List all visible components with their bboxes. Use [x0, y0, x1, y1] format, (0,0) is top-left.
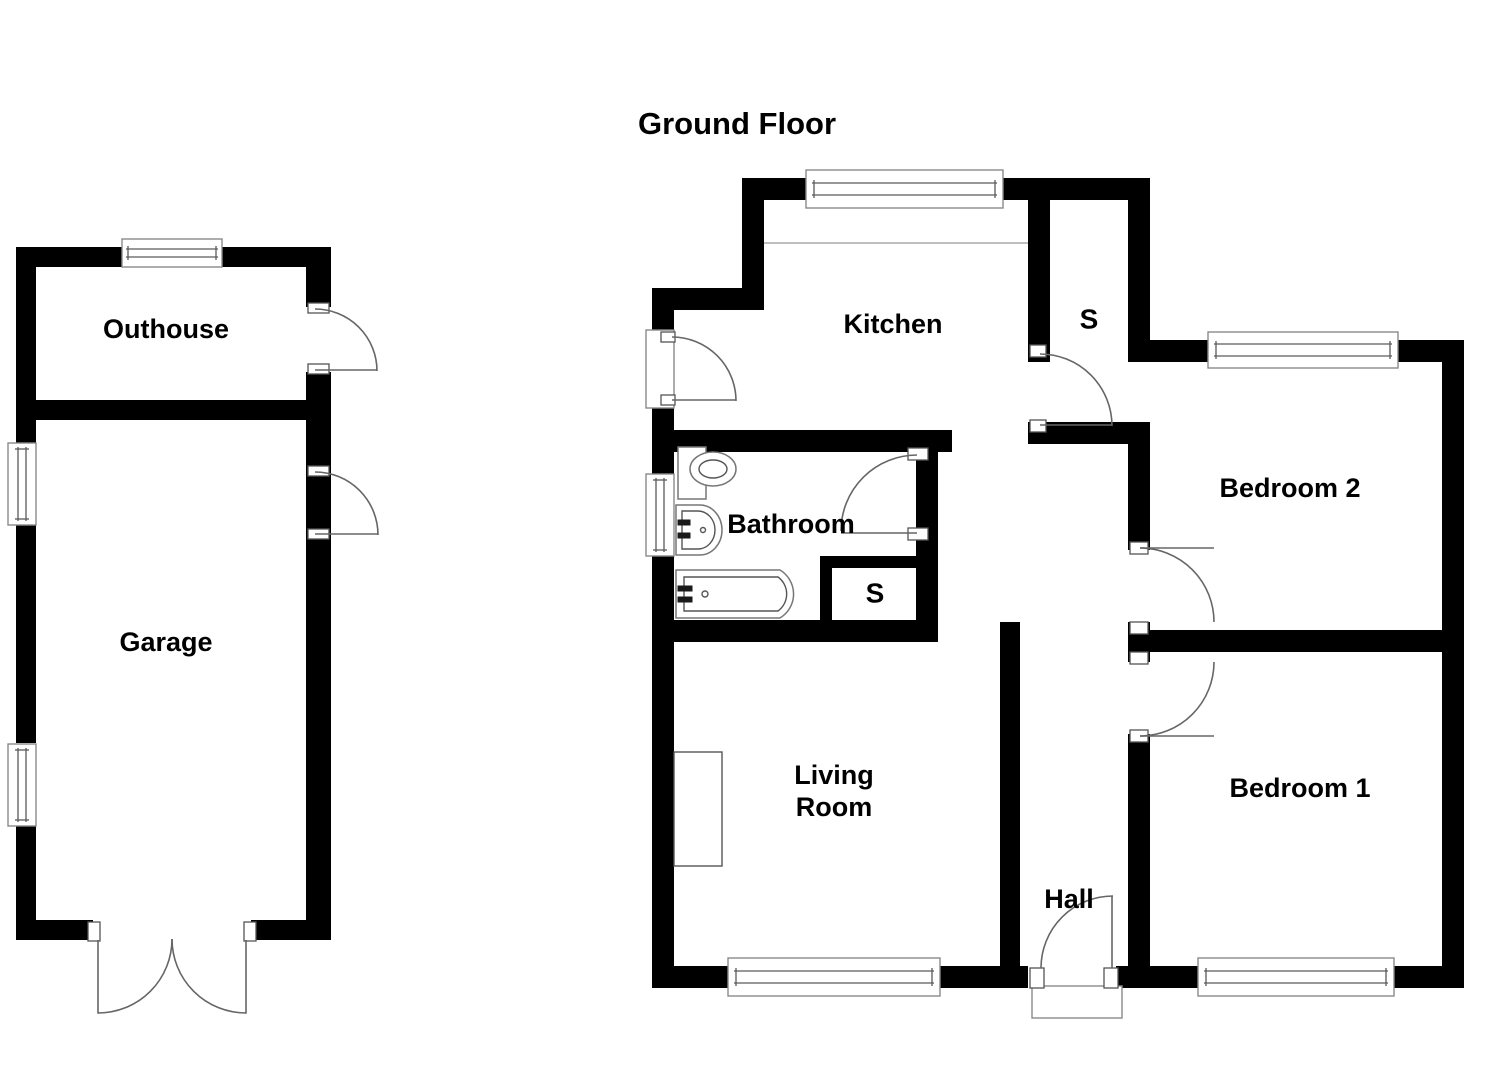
hall-front-door[interactable] — [1029, 895, 1123, 1019]
outhouse-wall-east-upper — [306, 247, 331, 307]
room-label-living-room-line1: Living — [794, 760, 874, 790]
wall-hall-east-upper — [1128, 432, 1150, 550]
room-label-store-north: S — [1080, 303, 1099, 334]
bedroom2-window-north — [1207, 331, 1399, 369]
page-title: Ground Floor — [638, 106, 836, 141]
wall-kitchen-west-jog-stub — [652, 288, 674, 336]
wall-bathroom-store-east — [916, 556, 938, 632]
outhouse-wall-west — [16, 247, 36, 417]
wall-store-north-south — [1028, 422, 1150, 444]
room-label-bedroom1: Bedroom 1 — [1229, 773, 1370, 803]
room-label-kitchen: Kitchen — [843, 309, 942, 339]
garage-wall-south-right — [251, 920, 331, 940]
main-building-group: Kitchen S Bathroom S Bedroom 2 Bedroom 1… — [645, 169, 1464, 1019]
wall-bedroom-divider — [1128, 630, 1464, 652]
wall-west-lower — [652, 556, 674, 986]
toilet-fixture — [677, 446, 737, 500]
bedroom2-door[interactable] — [1129, 541, 1215, 635]
wall-east-top-stub — [1128, 178, 1150, 350]
wall-kitchen-west-upper — [742, 178, 764, 288]
wall-south-bedroom1-right — [1392, 966, 1464, 988]
garage-wall-west-a — [16, 420, 36, 444]
outhouse-door[interactable] — [307, 302, 378, 375]
kitchen-back-door[interactable] — [645, 329, 737, 409]
store-north-door[interactable] — [1029, 344, 1113, 433]
room-label-hall: Hall — [1044, 884, 1094, 914]
wall-south-living-left — [652, 966, 730, 988]
wall-east-outer — [1442, 340, 1464, 988]
wall-hall-east-lower — [1128, 734, 1150, 988]
garage-wall-south-left — [16, 920, 93, 940]
wall-bath-store-west — [820, 558, 832, 632]
wall-south-living-right — [938, 966, 1028, 988]
sink-fixture — [675, 504, 723, 556]
garage-wall-east — [306, 537, 331, 937]
outhouse-wall-south — [16, 400, 306, 420]
room-label-garage: Garage — [119, 627, 212, 657]
room-label-living-room-line2: Room — [796, 792, 873, 822]
wall-north-kitchen-right — [1000, 178, 1150, 200]
kitchen-window-north — [805, 169, 1004, 209]
bedroom1-door[interactable] — [1129, 651, 1215, 743]
outhouse-wall-east-lower — [306, 372, 331, 537]
outhouse-wall-north-right — [220, 247, 331, 267]
bathroom-door[interactable] — [840, 447, 929, 541]
outhouse-wall-north-left — [16, 247, 124, 267]
garage-side-door[interactable] — [307, 465, 379, 540]
wall-bath-store-north — [820, 556, 938, 568]
wall-hall-west — [1000, 622, 1020, 968]
wall-bathroom-east-upper — [916, 452, 938, 562]
garage-window-west-lower — [7, 743, 37, 827]
room-label-store-bathroom: S — [866, 577, 885, 608]
bedroom1-window-south — [1197, 957, 1395, 997]
garage-wall-west-c — [16, 825, 36, 940]
wall-bathroom-south — [674, 620, 938, 642]
garage-wall-west-b — [16, 523, 36, 743]
room-label-bedroom2: Bedroom 2 — [1219, 473, 1360, 503]
bathtub-fixture — [675, 569, 795, 619]
garage-main-doors[interactable] — [87, 921, 257, 1014]
garage-window-west-upper — [7, 442, 37, 526]
room-label-bathroom: Bathroom — [727, 509, 855, 539]
outbuilding-group: Outhouse Garage — [7, 238, 379, 1014]
living-room-window-south — [727, 957, 941, 997]
wall-kitchen-south — [652, 430, 952, 452]
fireplace-fixture — [673, 751, 723, 867]
bathroom-window-west — [645, 473, 675, 557]
wall-kitchen-jog — [652, 288, 764, 310]
room-label-outhouse: Outhouse — [103, 314, 229, 344]
outhouse-window-north — [121, 238, 223, 268]
wall-store-north-west — [1028, 200, 1050, 362]
